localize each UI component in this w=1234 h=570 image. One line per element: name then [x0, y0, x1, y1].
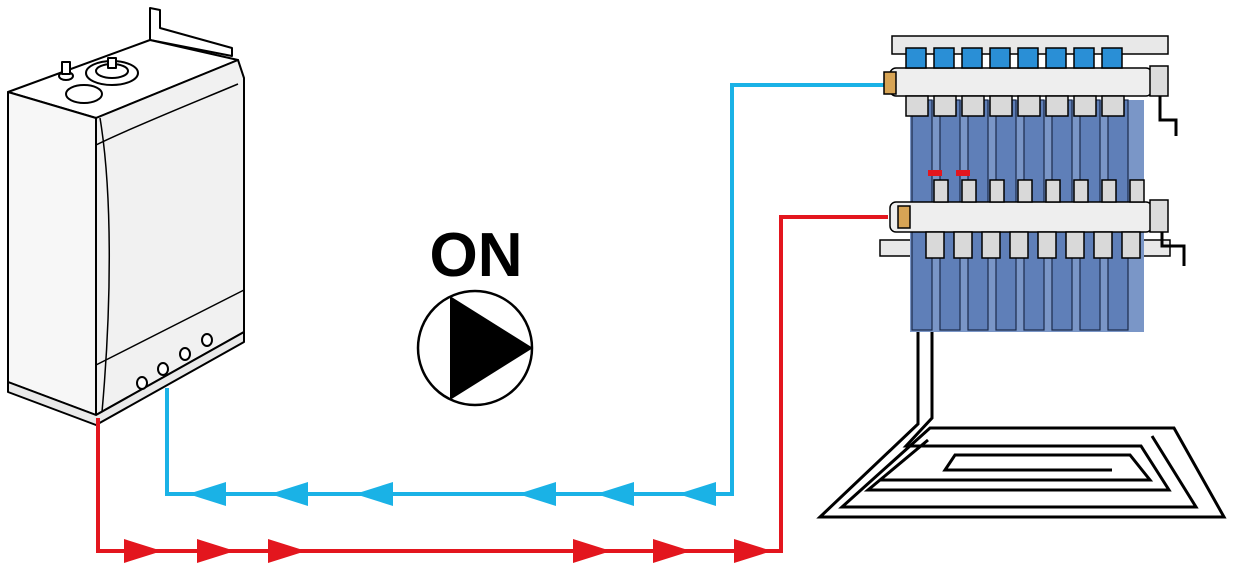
return-pipe — [165, 83, 888, 496]
return-arrow — [355, 482, 393, 506]
flow-pipe — [96, 215, 888, 553]
manifold-icon — [879, 35, 1186, 332]
flow-direction-arrows — [124, 539, 772, 563]
return-arrow — [596, 482, 634, 506]
return-arrow — [188, 482, 226, 506]
return-arrow — [270, 482, 308, 506]
flow-arrow — [268, 539, 306, 563]
pump-icon — [416, 289, 534, 407]
return-arrow — [678, 482, 716, 506]
return-flow-arrows — [188, 482, 716, 506]
boiler-icon — [7, 7, 245, 426]
flow-arrow — [734, 539, 772, 563]
flow-arrow — [124, 539, 162, 563]
flow-arrow — [573, 539, 611, 563]
flow-arrow — [653, 539, 691, 563]
flow-arrow — [197, 539, 235, 563]
return-arrow — [518, 482, 556, 506]
underfloor-loop-icon — [816, 330, 1227, 519]
pump-status-label: ON — [430, 221, 523, 290]
